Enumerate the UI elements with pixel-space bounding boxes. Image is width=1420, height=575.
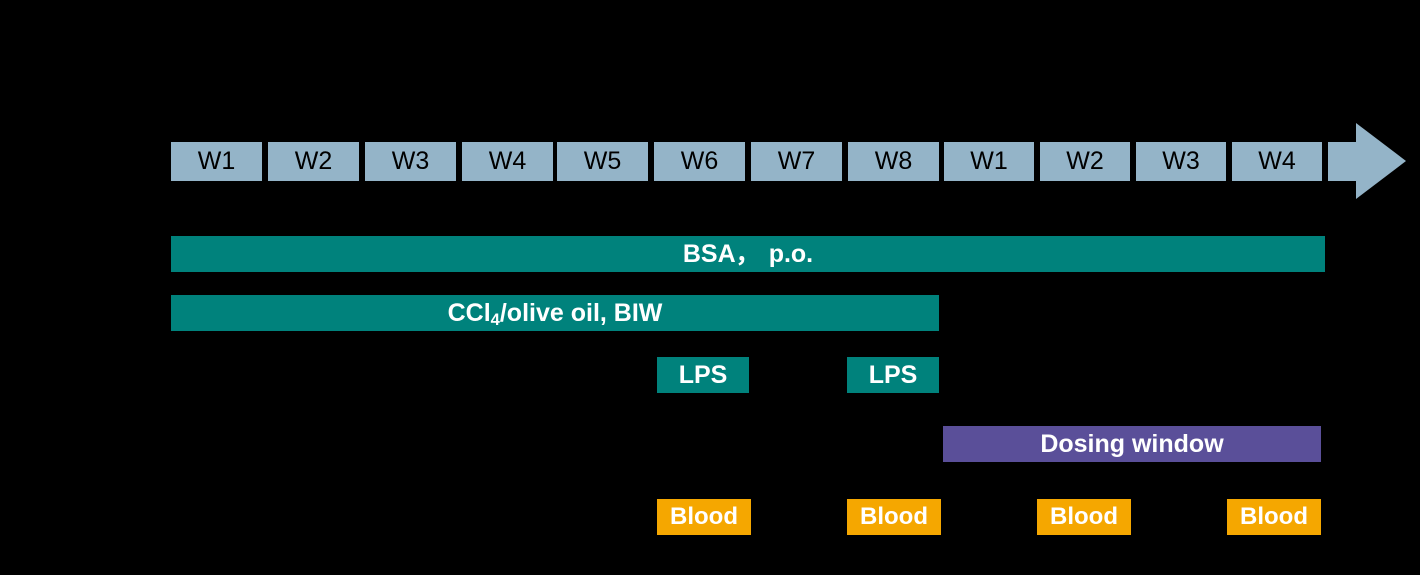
week-box-induction-w2: W2 <box>268 142 359 181</box>
bar-lps-w6: LPS <box>657 357 749 393</box>
blood-label: Blood <box>1050 503 1118 530</box>
week-label: W3 <box>1162 147 1200 175</box>
right-arrow-icon <box>1356 123 1406 199</box>
bar-bsa-po: BSA，p.o. <box>171 236 1325 272</box>
blood-label: Blood <box>860 503 928 530</box>
week-label: W1 <box>197 147 236 175</box>
week-box-induction-w4: W4 <box>462 142 553 181</box>
bar-dosing-window: Dosing window <box>943 426 1321 462</box>
timeline-arrow-tail <box>1328 142 1360 181</box>
ccl4-suffix: /olive oil, BIW <box>499 298 663 327</box>
week-label: W3 <box>391 147 430 175</box>
bar-blood-1: Blood <box>657 499 751 535</box>
ccl4-subscript: 4 <box>490 311 500 330</box>
week-label: W1 <box>970 147 1008 175</box>
week-label: W7 <box>777 147 816 175</box>
blood-label: Blood <box>670 503 738 530</box>
week-box-induction-w7: W7 <box>751 142 842 181</box>
bsa-separator: ， <box>735 239 761 268</box>
dosing-window-label: Dosing window <box>1040 429 1224 458</box>
bar-blood-4: Blood <box>1227 499 1321 535</box>
week-label: W8 <box>874 147 913 175</box>
week-box-induction-w6: W6 <box>654 142 745 181</box>
week-box-induction-w1: W1 <box>171 142 262 181</box>
week-label: W2 <box>294 147 333 175</box>
bar-lps-w8: LPS <box>847 357 939 393</box>
week-box-dosing-w3: W3 <box>1136 142 1226 181</box>
week-label: W4 <box>488 147 527 175</box>
lps-label: LPS <box>868 360 918 389</box>
week-label: W2 <box>1066 147 1104 175</box>
bar-ccl4-olive-oil: CCl4/olive oil, BIW <box>171 295 939 331</box>
week-box-dosing-w4: W4 <box>1232 142 1322 181</box>
week-box-dosing-w1: W1 <box>944 142 1034 181</box>
week-box-induction-w3: W3 <box>365 142 456 181</box>
bar-blood-2: Blood <box>847 499 941 535</box>
bar-blood-3: Blood <box>1037 499 1131 535</box>
blood-label: Blood <box>1240 503 1308 530</box>
week-label: W6 <box>680 147 719 175</box>
lps-label: LPS <box>678 360 728 389</box>
week-box-induction-w8: W8 <box>848 142 939 181</box>
week-label: W5 <box>583 147 622 175</box>
week-box-induction-w5: W5 <box>557 142 648 181</box>
week-label: W4 <box>1258 147 1296 175</box>
bsa-suffix: p.o. <box>768 239 814 268</box>
bar-ccl4-label: CCl4/olive oil, BIW <box>447 298 663 330</box>
bsa-prefix: BSA <box>682 239 736 268</box>
week-box-dosing-w2: W2 <box>1040 142 1130 181</box>
ccl4-prefix: CCl <box>447 298 491 327</box>
bar-bsa-label: BSA，p.o. <box>682 239 814 268</box>
